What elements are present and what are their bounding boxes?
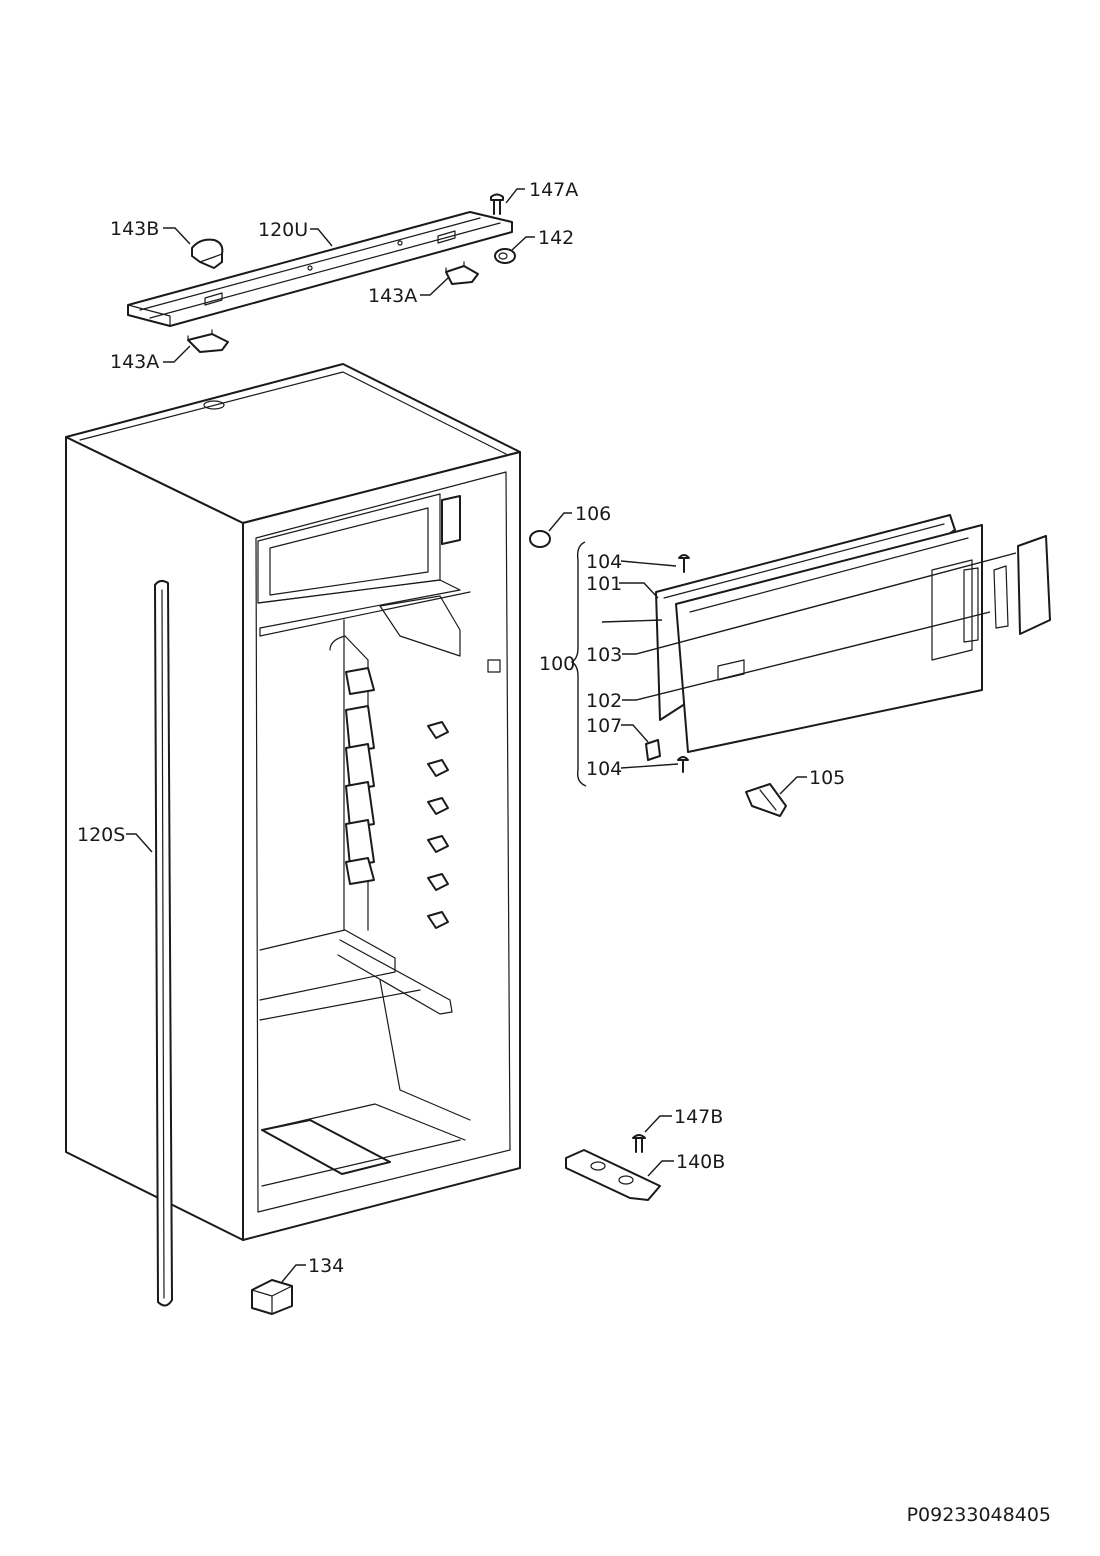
hinge-cover-106 [529,530,551,548]
hinge-105 [745,783,787,817]
label-107: 107 [586,715,622,737]
label-102: 102 [586,690,622,712]
screw-104-top [678,554,690,573]
label-140B: 140B [676,1151,725,1173]
leader-120U [310,228,333,247]
label-147A: 147A [529,179,578,201]
foot-134 [251,1279,293,1315]
bottom-hinge-140B [565,1149,661,1201]
leader-147B [644,1115,672,1133]
leader-143A-top [420,277,449,296]
label-143A-top: 143A [368,285,417,307]
leader-101 [619,582,659,599]
label-147B: 147B [674,1106,723,1128]
cap-143B [191,238,224,269]
leader-103 [622,552,1017,655]
leader-120S [126,833,153,853]
door-assembly-brace [570,541,587,787]
hinge-pin-142 [494,248,516,264]
drawing-code: P09233048405 [907,1504,1051,1526]
leader-102 [622,611,991,701]
door-assembly-100 [655,514,1051,753]
label-143B: 143B [110,218,159,240]
leader-105 [779,776,807,795]
leader-104-bottom [620,763,679,769]
label-101: 101 [586,573,622,595]
label-134: 134 [308,1255,344,1277]
clip-107 [645,739,661,761]
seal-strip-120S [154,579,173,1307]
leader-104-top [620,560,677,567]
label-106: 106 [575,503,611,525]
label-143A-left: 143A [110,351,159,373]
leader-106 [548,512,572,532]
leader-143A-left [163,345,191,363]
leader-101b [601,619,663,623]
leader-134 [281,1264,306,1283]
cap-143A-top [445,261,479,285]
leader-140B [647,1160,674,1177]
screw-147B [632,1134,646,1153]
cap-143A-left [187,329,229,353]
leader-147A [505,188,525,204]
leader-143B [163,227,191,245]
label-120S: 120S [77,824,125,846]
screw-104-bottom [677,756,689,773]
leader-142 [511,236,535,251]
top-cover-strip-120U [127,211,513,327]
leader-107 [621,724,649,743]
label-105: 105 [809,767,845,789]
label-142: 142 [538,227,574,249]
label-100: 100 [539,653,575,675]
cabinet-body [65,363,521,1241]
label-120U: 120U [258,219,308,241]
label-104-top: 104 [586,551,622,573]
label-103: 103 [586,644,622,666]
label-104-bottom: 104 [586,758,622,780]
screw-147A [490,193,504,215]
